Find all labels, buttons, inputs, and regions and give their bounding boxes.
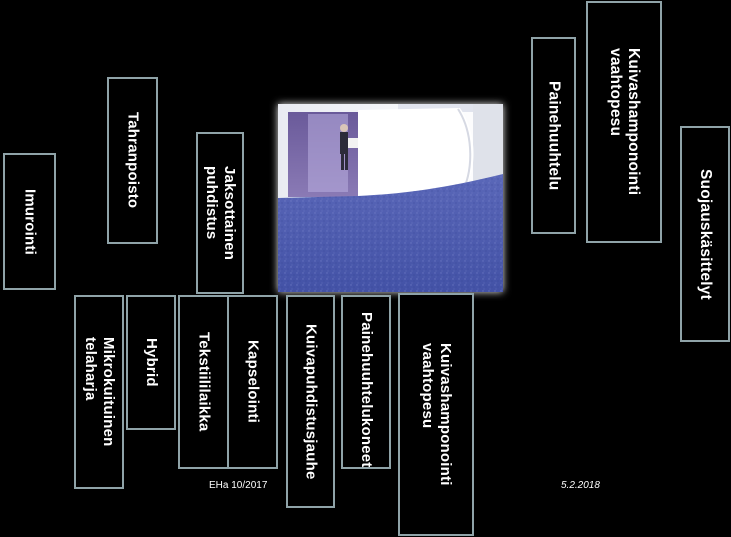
- label-painehuuhtelukoneet: Painehuuhtelukoneet: [341, 295, 391, 469]
- label-kapselointi-text: Kapselointi: [244, 340, 262, 424]
- label-imurointi-text: Imurointi: [21, 188, 39, 255]
- label-tahranpoisto: Tahranpoisto: [107, 77, 158, 244]
- label-kuivashamponointi-bottom-text: Kuivashamponointi vaahtopesu: [419, 343, 454, 486]
- label-kuivashamponointi-top-text: Kuivashamponointi vaahtopesu: [607, 48, 642, 196]
- label-kuivapuhdistusjauhe-text: Kuivapuhdistusjauhe: [302, 323, 320, 480]
- label-kuivashamponointi-vaahtopesu-top: Kuivashamponointi vaahtopesu: [586, 1, 662, 243]
- label-kapselointi: Kapselointi: [227, 295, 278, 469]
- label-jaksottainen-puhdistus: Jaksottainen puhdistus: [196, 132, 244, 294]
- label-hybrid-text: Hybrid: [143, 338, 160, 387]
- label-jaksottainen-text: Jaksottainen puhdistus: [203, 165, 238, 261]
- label-mikrokuituinen-text: Mikrokuituinen telaharja: [82, 337, 117, 447]
- label-tekstiililaikka-text: Tekstiililaikka: [195, 332, 213, 432]
- label-imurointi: Imurointi: [3, 153, 56, 290]
- label-kuivapuhdistusjauhe: Kuivapuhdistusjauhe: [286, 295, 335, 508]
- label-painehuuhtelukoneet-text: Painehuuhtelukoneet: [358, 312, 375, 468]
- label-tahranpoisto-text: Tahranpoisto: [124, 112, 142, 209]
- label-suojauskasittelyt: Suojauskäsittelyt: [680, 126, 730, 342]
- label-painehuuhtelu-text: Painehuuhtelu: [545, 80, 563, 191]
- label-mikrokuituinen-telaharja: Mikrokuituinen telaharja: [74, 295, 124, 489]
- label-painehuuhtelu: Painehuuhtelu: [531, 37, 576, 234]
- label-tekstiililaikka: Tekstiililaikka: [178, 295, 229, 469]
- footer-author: EHa 10/2017: [209, 480, 268, 491]
- label-hybrid: Hybrid: [126, 295, 176, 430]
- label-kuivashamponointi-vaahtopesu-bottom: Kuivashamponointi vaahtopesu: [398, 293, 474, 536]
- footer-date: 5.2.2018: [561, 480, 600, 491]
- office-carpet-photo: [278, 104, 503, 292]
- label-suojauskasittelyt-text: Suojauskäsittelyt: [697, 168, 714, 300]
